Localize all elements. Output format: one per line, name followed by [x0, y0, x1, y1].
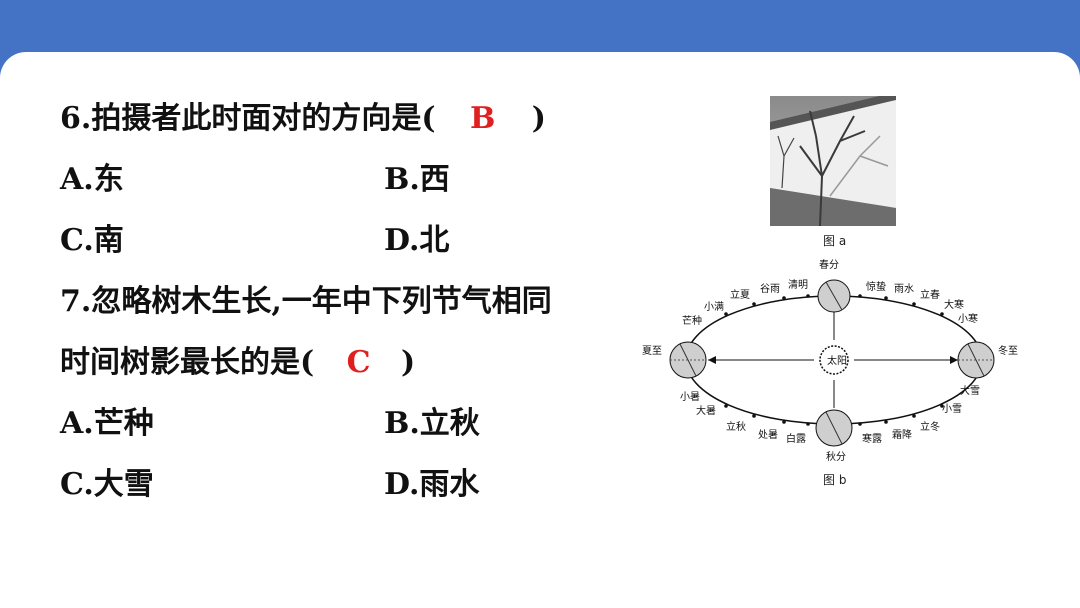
term-mangzhong: 芒种	[682, 314, 702, 327]
term-xiaoshu: 小暑	[680, 391, 700, 403]
term-yushui: 雨水	[894, 283, 914, 295]
term-xiaoman: 小满	[704, 301, 724, 313]
slide-card	[0, 52, 1080, 608]
term-jingzhe: 惊蛰	[866, 280, 886, 293]
question-6-close-paren: )	[531, 101, 546, 136]
question-7-text: 时间树影最长的是(	[60, 345, 315, 380]
earth-autumn-icon	[815, 409, 853, 447]
q6-option-a: A.东	[60, 162, 124, 197]
question-7-close-paren: )	[401, 345, 416, 380]
figure-b-caption: 图 b	[823, 473, 847, 487]
term-xiaoxue: 小雪	[942, 403, 962, 415]
q7-option-b: B.立秋	[384, 406, 480, 441]
question-6-stem: 6.拍摄者此时面对的方向是( B )	[60, 101, 546, 137]
figure-b-orbit-diagram: 太阳 春分 夏至 秋分 冬至 小满 立夏 谷雨 清明 惊蛰 雨水 立春 大寒 小…	[642, 259, 1018, 463]
term-hanlu: 寒露	[862, 432, 882, 445]
figure-a-caption: 图 a	[823, 234, 847, 248]
term-guyu: 谷雨	[760, 283, 780, 295]
term-liqiu: 立秋	[726, 420, 746, 433]
label-summer-solstice: 夏至	[642, 345, 662, 357]
term-lichun: 立春	[920, 288, 940, 301]
q7-option-c: C.大雪	[60, 467, 154, 502]
term-bailu: 白露	[786, 432, 806, 445]
question-7-answer: C	[346, 345, 371, 380]
q6-option-d: D.北	[384, 223, 450, 258]
earth-winter-icon	[957, 341, 995, 379]
label-spring-equinox: 春分	[819, 259, 839, 271]
term-lidong: 立冬	[920, 420, 940, 433]
term-xiaohan: 小寒	[958, 312, 978, 325]
earth-summer-icon	[669, 341, 707, 379]
term-chushu: 处暑	[758, 429, 778, 441]
figure-a-photo	[770, 96, 896, 226]
term-shuangjiang: 霜降	[892, 428, 912, 441]
label-autumn-equinox: 秋分	[826, 450, 846, 463]
q7-option-d: D.雨水	[384, 467, 480, 502]
label-winter-solstice: 冬至	[998, 344, 1018, 357]
term-dahan: 大寒	[944, 298, 964, 311]
sun-icon	[819, 345, 849, 375]
earth-spring-icon	[817, 279, 851, 313]
question-7-stem-line2: 时间树影最长的是( C )	[60, 345, 415, 381]
q7-option-a: A.芒种	[60, 406, 154, 441]
question-6-answer: B	[469, 101, 496, 136]
q6-option-c: C.南	[60, 223, 124, 258]
question-6-text: 6.拍摄者此时面对的方向是(	[60, 101, 436, 136]
question-7-stem-line1: 7.忽略树木生长,一年中下列节气相同	[60, 284, 552, 319]
term-dashu: 大暑	[696, 404, 716, 417]
sun-label: 太阳	[827, 354, 847, 367]
term-qingming: 清明	[788, 278, 808, 291]
term-lixia: 立夏	[730, 288, 750, 301]
q6-option-b: B.西	[384, 162, 450, 197]
term-daxue: 大雪	[960, 384, 980, 397]
